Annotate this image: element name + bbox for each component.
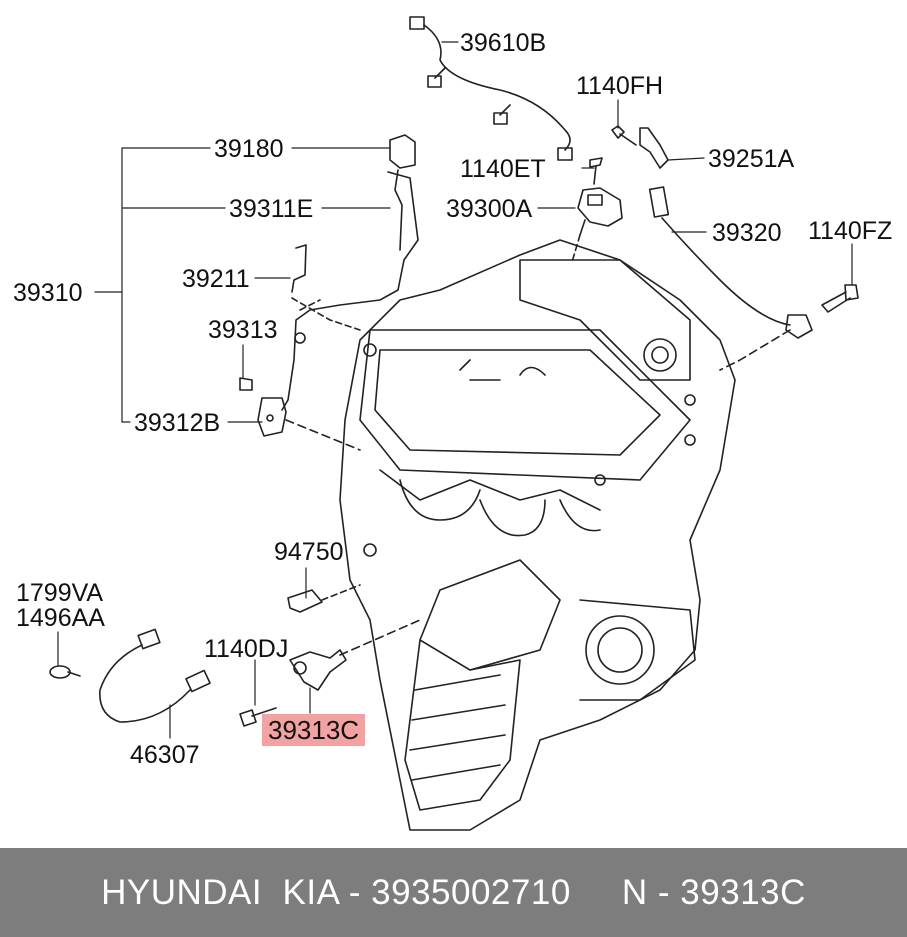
bolt-1140DJ xyxy=(239,707,277,727)
bolt-1140ET xyxy=(589,157,603,185)
bolt-1140FZ xyxy=(821,284,859,313)
label-39211: 39211 xyxy=(182,265,250,293)
label-39251A: 39251A xyxy=(708,145,795,173)
engine-exploded-diagram xyxy=(49,16,859,831)
label-1140FZ: 1140FZ xyxy=(808,217,893,245)
sensor-39313C xyxy=(289,619,421,691)
bolt-1140FH xyxy=(611,125,637,146)
sensor-39320 xyxy=(648,186,813,371)
engine-block xyxy=(339,239,736,831)
wiring-harness-39610B xyxy=(409,16,573,161)
harness-39310 xyxy=(239,134,419,451)
label-94750: 94750 xyxy=(274,538,344,566)
label-39310: 39310 xyxy=(13,279,83,307)
label-39313: 39313 xyxy=(208,316,278,344)
label-39313C-highlighted: 39313C xyxy=(262,714,366,746)
label-39180: 39180 xyxy=(214,135,284,163)
leader-lines xyxy=(57,41,853,739)
label-46307: 46307 xyxy=(130,741,200,769)
label-1140DJ: 1140DJ xyxy=(204,635,289,663)
label-39320: 39320 xyxy=(712,219,782,247)
label-39300A: 39300A xyxy=(446,195,533,223)
footer-part-number: HYUNDAI KIA - 3935002710 N - 39313C xyxy=(101,872,806,912)
label-1140FH: 1140FH xyxy=(576,72,664,100)
wire-46307 xyxy=(99,628,211,723)
label-39311E: 39311E xyxy=(229,195,314,223)
label-1799VA: 1799VA xyxy=(16,579,104,607)
label-39312B: 39312B xyxy=(134,409,221,437)
label-1140ET: 1140ET xyxy=(460,155,546,183)
bracket-39251A xyxy=(639,127,669,169)
sensor-94750 xyxy=(287,584,361,613)
clip-1799VA xyxy=(49,665,81,679)
label-39610B: 39610B xyxy=(460,29,547,57)
footer-bar: HYUNDAI KIA - 3935002710 N - 39313C xyxy=(0,848,907,937)
label-1496AA: 1496AA xyxy=(16,604,105,632)
sensor-39300A xyxy=(571,187,623,263)
